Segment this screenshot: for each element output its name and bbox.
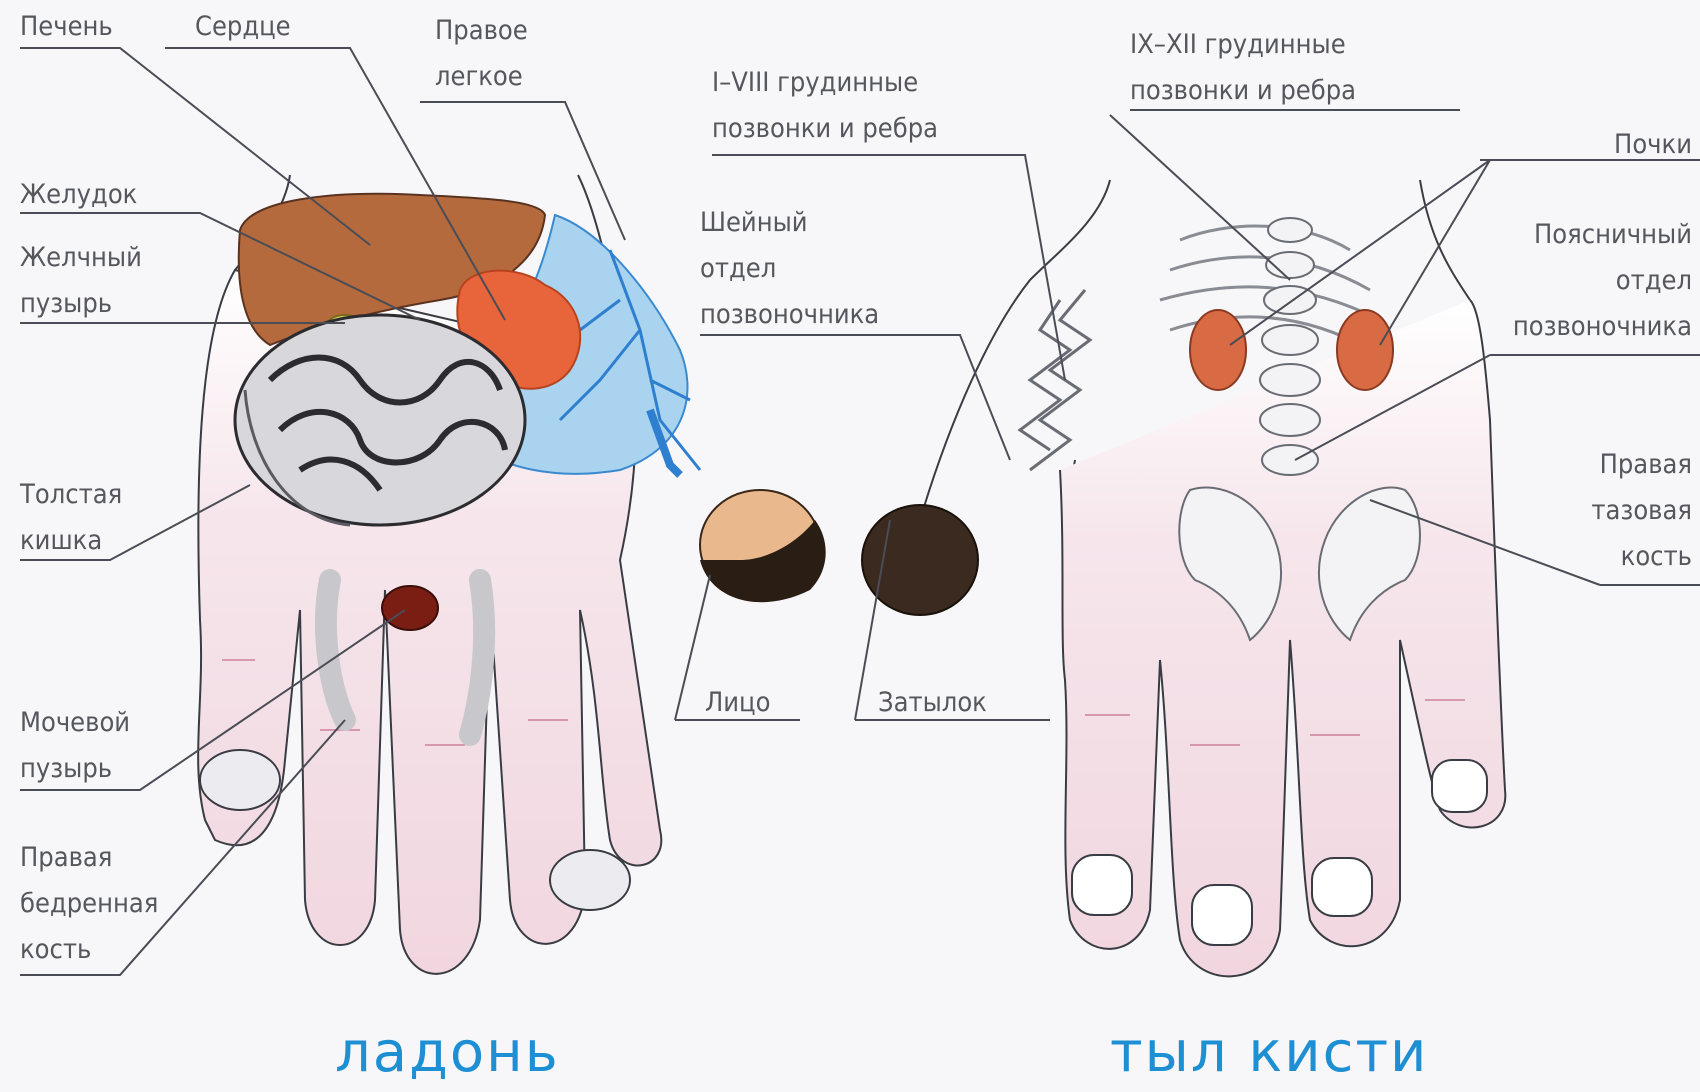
- back-hand: [1060, 180, 1505, 976]
- right-kidney-organ: [1337, 310, 1393, 390]
- label-thoracic-9-12: IX–XII грудинные позвонки и ребра: [1130, 22, 1356, 114]
- label-pelvic-bone: Правая тазовая кость: [1591, 442, 1692, 580]
- occiput-head: [862, 505, 978, 615]
- label-thoracic-1-8: I–VIII грудинные позвонки и ребра: [712, 60, 938, 152]
- label-bladder: Мочевой пузырь: [20, 700, 130, 792]
- intestines-organ: [235, 315, 525, 525]
- caption-back: тыл кисти: [1110, 1020, 1428, 1085]
- label-right-lung: Правое легкое: [435, 8, 528, 100]
- label-lumbar: Поясничный отдел позвоночника: [1513, 212, 1692, 350]
- left-kidney-organ: [1190, 310, 1246, 390]
- label-kidneys: Почки: [1614, 122, 1692, 168]
- label-colon: Толстая кишка: [20, 472, 122, 564]
- label-gallbladder: Желчный пузырь: [20, 235, 142, 327]
- label-occiput: Затылок: [878, 680, 987, 726]
- label-face: Лицо: [705, 680, 770, 726]
- label-stomach: Желудок: [20, 172, 137, 218]
- caption-palm: ладонь: [335, 1020, 560, 1085]
- label-liver: Печень: [20, 4, 113, 50]
- label-femur: Правая бедренная кость: [20, 835, 158, 973]
- face-figure: [700, 490, 826, 602]
- label-heart: Сердце: [195, 4, 291, 50]
- bladder-organ: [382, 586, 438, 630]
- label-cervical: Шейный отдел позвоночника: [700, 200, 879, 338]
